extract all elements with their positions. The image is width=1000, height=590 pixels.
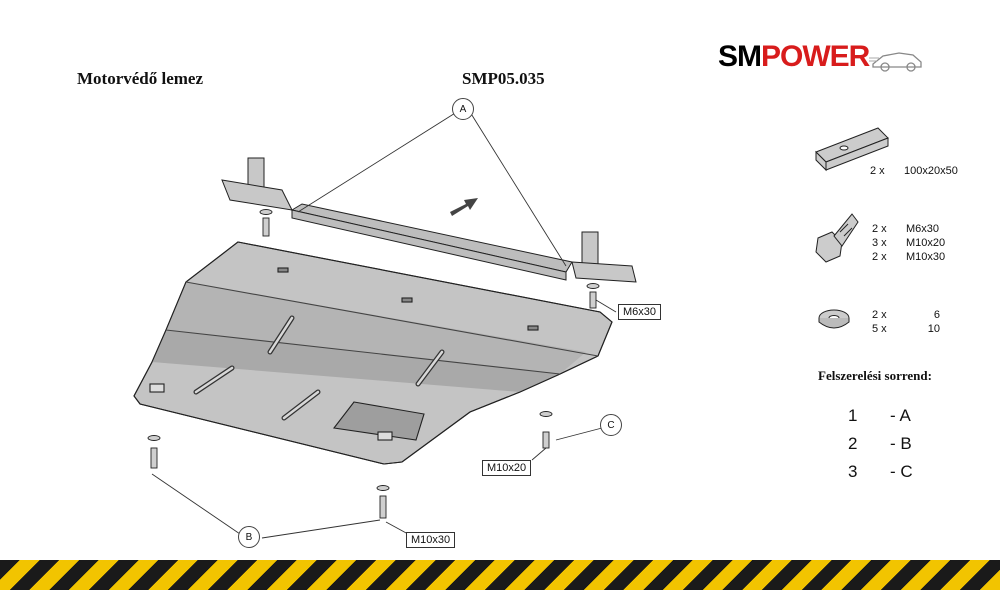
- car-silhouette-icon: [869, 52, 922, 72]
- step-number: 3: [848, 462, 858, 481]
- bracket-part-icon: [815, 127, 889, 172]
- left-mounting-bracket: [221, 157, 293, 211]
- bolts: [147, 209, 600, 519]
- bolt-qty: 3 x: [872, 237, 887, 249]
- label-m10x20: M10x20: [482, 460, 532, 476]
- step-letter: - B: [890, 434, 912, 453]
- callout-b: B: [238, 526, 260, 548]
- brand-logo-sm: SM: [718, 40, 762, 73]
- callout-a: A: [452, 98, 474, 120]
- sequence-step: 1 - A: [848, 402, 913, 430]
- brand-logo-power: POWER: [761, 40, 870, 73]
- label-m6x30: M6x30: [618, 304, 662, 320]
- washer-parts-list: 2 x 6 5 x 10: [872, 308, 940, 336]
- right-mounting-bracket: [571, 231, 637, 283]
- crossbar: [290, 203, 573, 281]
- sequence-title: Felszerelési sorrend:: [818, 368, 932, 383]
- step-letter: - C: [890, 462, 913, 481]
- bracket-size: 100x20x50: [904, 165, 958, 177]
- step-number: 2: [848, 434, 858, 453]
- sequence-list: 1 - A 2 - B 3 - C: [848, 402, 913, 486]
- bolt-part-icon: [815, 213, 859, 263]
- callout-c: C: [600, 414, 622, 436]
- callout-lines: [151, 109, 617, 539]
- bolt-qty: 2 x: [872, 223, 887, 235]
- washer-qty: 5 x: [872, 323, 887, 335]
- bolt-size: M10x30: [906, 251, 946, 263]
- document-title: Motorvédő lemez: [77, 69, 204, 88]
- washer-size: 6: [933, 309, 940, 321]
- washer-size: 10: [927, 323, 940, 335]
- bracket-parts-list: 2 x 100x20x50: [870, 164, 964, 178]
- bracket-qty: 2 x: [870, 165, 885, 177]
- bolt-parts-list: 2 x M6x30 3 x M10x20 2 x M10x30: [872, 222, 966, 264]
- skid-plate: [133, 241, 613, 465]
- washer-qty: 2 x: [872, 309, 887, 321]
- hazard-stripe-footer: [0, 560, 1000, 590]
- step-number: 1: [848, 406, 858, 425]
- bolt-qty: 2 x: [872, 251, 887, 263]
- forward-arrow-icon: [450, 198, 478, 216]
- sequence-step: 3 - C: [848, 458, 913, 486]
- part-code: SMP05.035: [462, 69, 545, 88]
- washer-part-icon: [818, 309, 850, 329]
- bolt-size: M6x30: [906, 223, 940, 235]
- step-letter: - A: [890, 406, 911, 425]
- label-m10x30: M10x30: [406, 532, 456, 548]
- sequence-step: 2 - B: [848, 430, 913, 458]
- bolt-size: M10x20: [906, 237, 946, 249]
